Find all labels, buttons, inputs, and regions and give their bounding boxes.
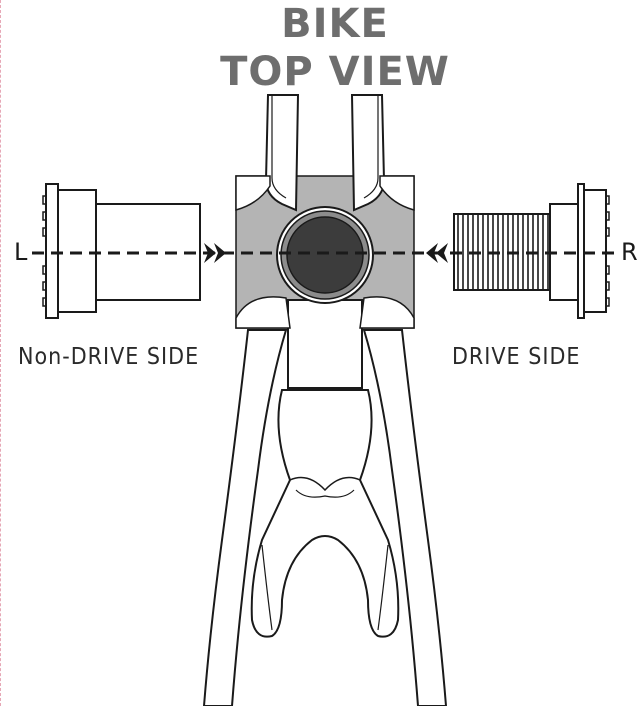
top-tubes (264, 94, 386, 212)
arrow-right-icon (204, 243, 226, 263)
page-edge-guide (0, 0, 3, 706)
plate-cutouts (235, 175, 415, 329)
non-drive-cup (42, 183, 201, 319)
title-line-2: TOP VIEW (220, 49, 450, 95)
arrow-left-icon (426, 243, 448, 263)
drive-side-label: DRIVE SIDE (452, 344, 581, 370)
title-line-1: BIKE (281, 1, 389, 47)
right-letter: R (621, 238, 638, 266)
bb-shell-hole (286, 216, 364, 294)
drive-side-cup (453, 183, 610, 319)
chainstay-yoke (250, 299, 400, 638)
left-letter: L (14, 238, 28, 266)
non-drive-side-label: Non-DRIVE SIDE (18, 344, 200, 370)
